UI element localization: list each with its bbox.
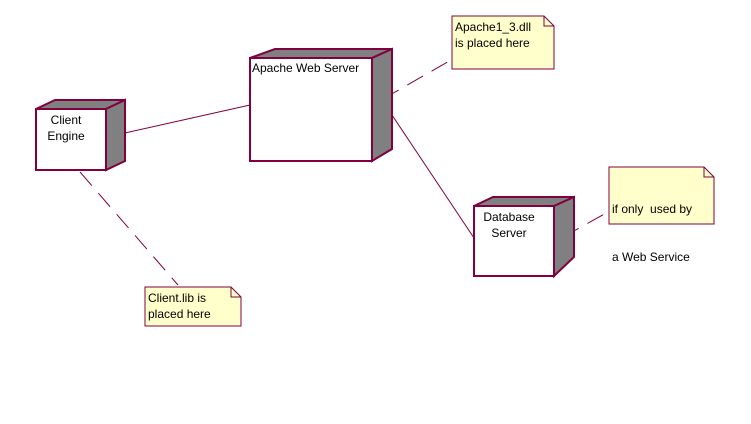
apache-label: Apache Web Server — [252, 61, 360, 75]
node-apache-web-server[interactable] — [249, 47, 393, 163]
client-engine-line2: Engine — [47, 129, 85, 143]
web-service-line2: a Web Service — [612, 250, 690, 264]
client-engine-line1: Client — [50, 113, 82, 127]
client-lib-note-text: Client.lib is placed here — [148, 290, 211, 322]
apache-dll-note-text: Apache1_3.dll is placed here — [455, 19, 531, 51]
client-lib-line1: Client.lib is — [148, 291, 207, 305]
client-engine-label: Client Engine — [36, 112, 96, 144]
web-service-line1: if only used by — [612, 202, 693, 216]
database-label: Database Server — [474, 209, 544, 241]
connection-client-apache — [115, 104, 251, 136]
node-client-engine[interactable] — [35, 98, 126, 172]
database-line1: Database — [483, 210, 535, 224]
note-anchor-apache — [382, 59, 452, 100]
apache-dll-line2: is placed here — [455, 36, 530, 50]
note-client-lib[interactable] — [144, 286, 242, 327]
database-line2: Server — [491, 226, 527, 240]
note-apache-dll[interactable] — [451, 15, 555, 70]
apache-dll-line1: Apache1_3.dll — [455, 20, 532, 34]
node-database-server[interactable] — [473, 195, 575, 279]
client-lib-line2: placed here — [148, 307, 211, 321]
note-web-service[interactable] — [608, 166, 715, 225]
connection-apache-database — [381, 99, 475, 239]
note-anchor-client — [79, 171, 179, 286]
web-service-note-text: if only used by a Web Service — [612, 169, 692, 281]
